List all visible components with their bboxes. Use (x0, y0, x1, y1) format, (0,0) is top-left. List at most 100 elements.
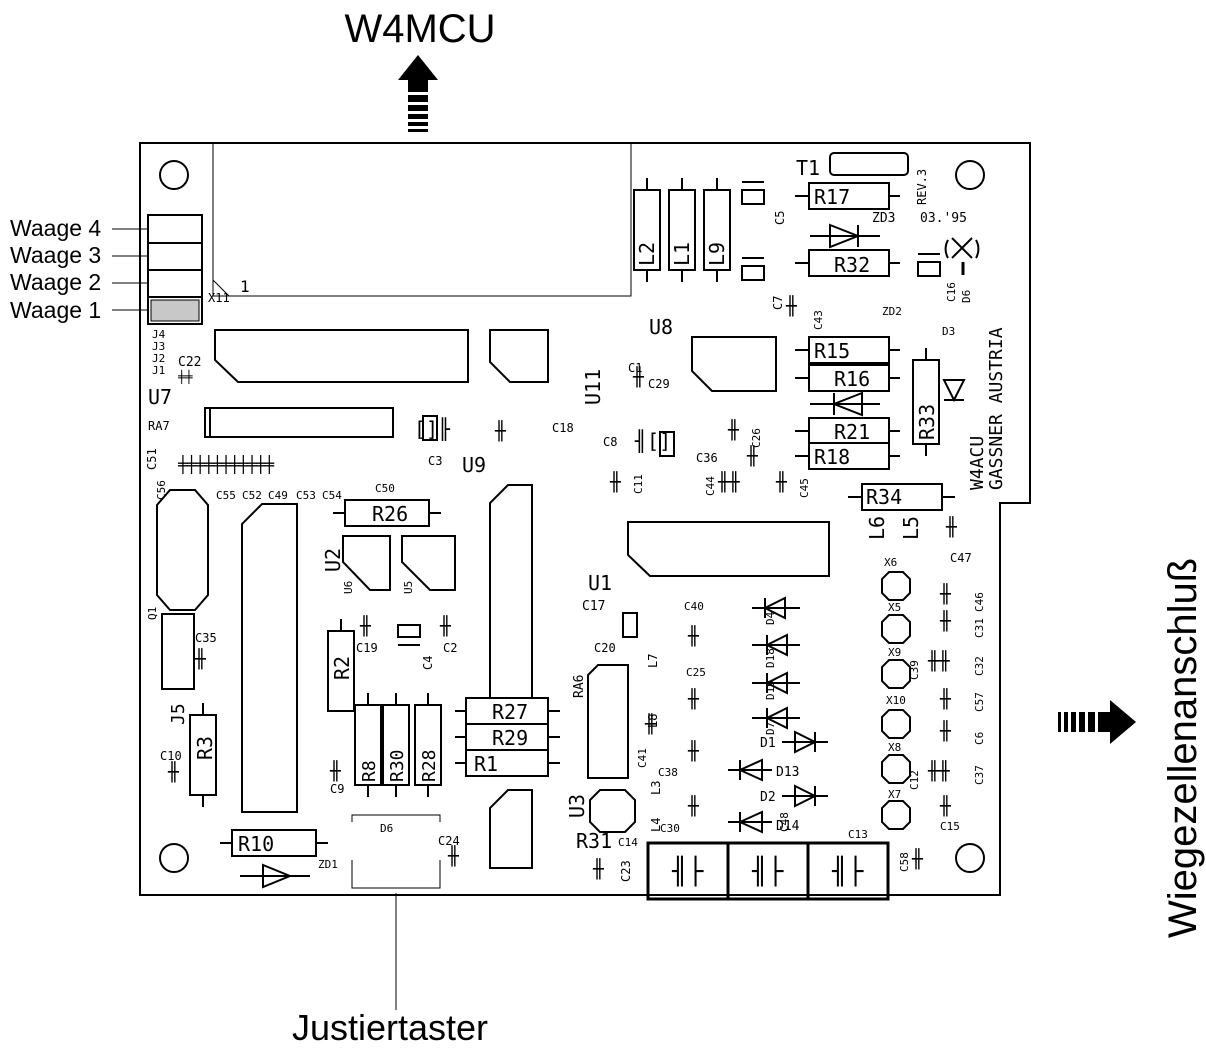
svg-text:X5: X5 (888, 601, 901, 614)
svg-text:╫: ╫ (494, 420, 507, 442)
svg-text:C17: C17 (582, 599, 605, 614)
svg-text:C44: C44 (704, 476, 717, 496)
svg-text:L7: L7 (646, 654, 660, 668)
svg-text:C18: C18 (552, 421, 574, 435)
svg-text:U9: U9 (462, 453, 486, 477)
svg-text:╫: ╫ (687, 625, 700, 647)
silkscreen-labels: U7 RA7 C51 C56 Q1 C35 J5 R3 C10 C55 C52 … (145, 156, 1007, 882)
button-label: Justiertaster (292, 1007, 488, 1048)
svg-text:C54: C54 (322, 489, 342, 502)
svg-text:C13: C13 (848, 828, 868, 841)
svg-text:R21: R21 (834, 420, 870, 444)
svg-text:C6: C6 (973, 732, 986, 745)
svg-text:C49: C49 (268, 489, 288, 502)
svg-text:C19: C19 (356, 641, 378, 655)
svg-text:D6: D6 (960, 290, 973, 303)
svg-text:╫: ╫ (592, 858, 605, 880)
svg-text:╫: ╫ (785, 295, 798, 317)
diodes (240, 223, 966, 889)
svg-text:C23: C23 (619, 860, 633, 882)
svg-text:╫╫: ╫╫ (717, 471, 741, 493)
svg-text:╫: ╫ (687, 688, 700, 710)
svg-text:C40: C40 (684, 600, 704, 613)
svg-text:C9: C9 (330, 782, 344, 796)
svg-text:C39: C39 (908, 660, 921, 680)
svg-text:╪╪: ╪╪ (177, 369, 193, 384)
svg-text:R29: R29 (492, 726, 528, 750)
svg-text:C43: C43 (812, 310, 825, 330)
svg-text:REV.3: REV.3 (915, 169, 929, 205)
svg-text:╫: ╫ (939, 583, 952, 605)
svg-text:C22: C22 (178, 355, 201, 370)
svg-text:C35: C35 (195, 631, 217, 645)
svg-text:╫: ╫ (447, 845, 460, 867)
svg-text:D1: D1 (760, 736, 776, 751)
svg-text:R28: R28 (419, 749, 440, 782)
svg-text:C58: C58 (898, 852, 911, 872)
svg-text:C4: C4 (421, 656, 435, 670)
screw-terminal: ╢├ ╢├ ╢├ (646, 841, 890, 901)
svg-text:╫: ╫ (632, 366, 645, 388)
svg-text:J5: J5 (168, 703, 189, 725)
svg-text:╫: ╫ (945, 516, 958, 538)
board-outline (139, 142, 1031, 896)
svg-text:C25: C25 (686, 666, 706, 679)
svg-text:T1: T1 (796, 156, 820, 180)
svg-text:X11: X11 (208, 291, 230, 305)
svg-text:C29: C29 (648, 377, 670, 391)
arrow-right-icon (1058, 700, 1136, 744)
svg-text:X9: X9 (888, 646, 901, 659)
svg-text:D4: D4 (764, 611, 777, 625)
svg-text:W4ACU: W4ACU (967, 436, 988, 490)
svg-text:╫: ╫ (329, 760, 342, 782)
waage-4-label: Waage 4 (10, 215, 101, 241)
svg-text:U1: U1 (588, 571, 612, 595)
svg-text:R32: R32 (834, 253, 870, 277)
svg-text:D19: D19 (764, 680, 777, 700)
svg-text:C36: C36 (696, 451, 718, 465)
svg-text:R27: R27 (492, 700, 528, 724)
svg-text:C1: C1 (628, 361, 642, 375)
svg-text:C31: C31 (973, 618, 986, 638)
svg-text:╢├: ╢├ (831, 855, 864, 887)
svg-text:╫: ╫ (194, 648, 207, 670)
svg-text:L4: L4 (649, 818, 663, 832)
svg-text:U5: U5 (402, 581, 415, 594)
test-points (881, 571, 911, 830)
svg-text:L5: L5 (899, 516, 923, 540)
svg-text:R26: R26 (372, 502, 408, 526)
svg-text:C38: C38 (658, 766, 678, 779)
svg-text:╢├: ╢├ (751, 855, 784, 887)
waage-3-label: Waage 3 (10, 242, 101, 268)
arrow-up-icon (398, 55, 438, 132)
waage-1-label: Waage 1 (10, 297, 101, 323)
box-capacitors (397, 181, 941, 646)
svg-text:ZD1: ZD1 (318, 858, 338, 871)
svg-text:R3: R3 (193, 736, 217, 760)
svg-text:J1: J1 (152, 364, 165, 377)
svg-text:[]╟: []╟ (414, 417, 450, 441)
svg-text:╫: ╫ (911, 848, 924, 870)
svg-text:U11: U11 (581, 369, 605, 405)
svg-text:C57: C57 (973, 692, 986, 712)
svg-text:C14: C14 (618, 836, 638, 849)
svg-text:C30: C30 (660, 822, 680, 835)
svg-text:R2: R2 (330, 656, 354, 680)
svg-text:C26: C26 (750, 428, 763, 448)
svg-text:R34: R34 (866, 485, 902, 509)
svg-text:╢├: ╢├ (671, 855, 704, 887)
jumper-block-x11: X11 J4 J3 J2 J1 C22 ╪╪ (147, 214, 230, 384)
svg-text:D2: D2 (760, 790, 776, 805)
svg-text:RA6: RA6 (572, 675, 587, 698)
svg-text:D3: D3 (942, 325, 955, 338)
svg-text:R18: R18 (814, 445, 850, 469)
svg-text:R8: R8 (359, 760, 380, 782)
svg-text:╫: ╫ (644, 713, 657, 735)
svg-text:U7: U7 (148, 385, 172, 409)
svg-text:J4: J4 (152, 328, 166, 341)
capacitors: ╪╪╪╪╪╪╪╪╪╪╪ []╟ ╫ ╢[] ╫ ╫ ╫ ╫╫ ╫ ╫ ╫ ╫ ╫… (167, 295, 958, 880)
led-d6 (944, 237, 980, 275)
svg-text:C10: C10 (160, 749, 182, 763)
waage-leader-lines (112, 228, 148, 311)
